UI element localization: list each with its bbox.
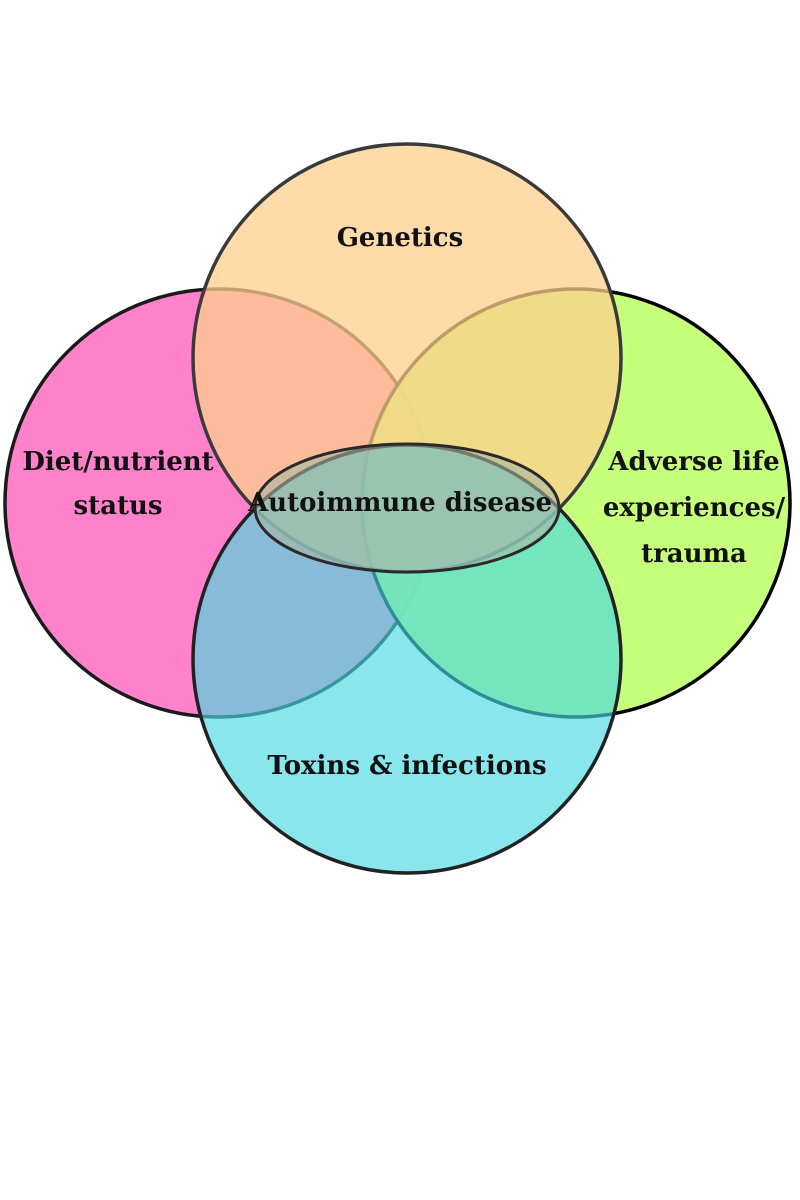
label-layer: Diet/nutrient status Adverse life experienc…	[22, 223, 785, 781]
label-diet-line: status	[73, 491, 162, 521]
label-diet-line: Diet/nutrient	[22, 447, 213, 477]
label-autoimmune-line: Autoimmune disease	[247, 488, 552, 518]
circle-autoimmune	[253, 442, 561, 574]
label-adverse-line: Adverse life	[607, 447, 779, 477]
label-toxins: Toxins & infections	[267, 751, 546, 781]
label-genetics: Genetics	[337, 223, 464, 253]
label-adverse-line: trauma	[641, 539, 747, 569]
label-adverse: Adverse life experiences/trauma	[603, 447, 786, 569]
label-genetics-line: Genetics	[337, 223, 464, 253]
label-toxins-line: Toxins & infections	[267, 751, 546, 781]
label-diet: Diet/nutrient status	[22, 447, 213, 521]
label-autoimmune: Autoimmune disease	[247, 488, 552, 518]
circle-layer	[3, 142, 792, 875]
label-adverse-line: experiences/	[603, 493, 786, 523]
